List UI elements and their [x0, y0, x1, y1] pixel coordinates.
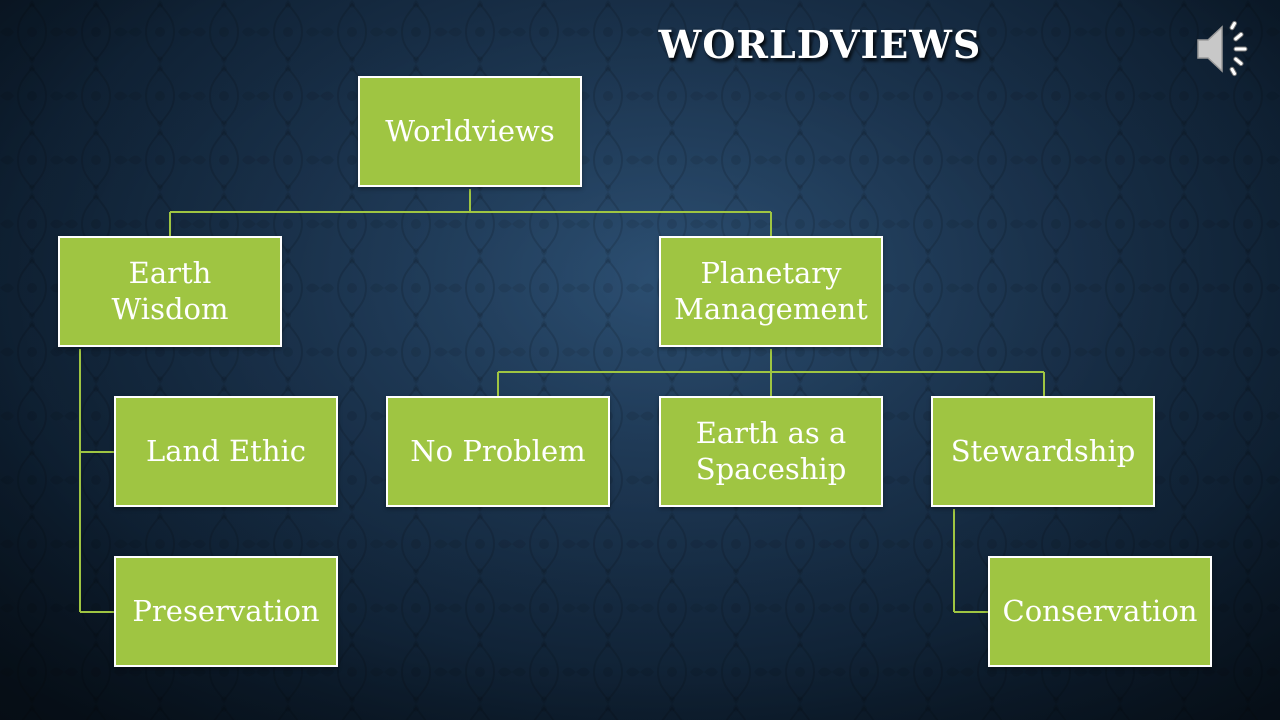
- speaker-icon[interactable]: [1192, 18, 1258, 80]
- node-land-ethic[interactable]: Land Ethic: [114, 396, 338, 507]
- node-label: Land Ethic: [145, 433, 307, 468]
- node-label: Conservation: [1002, 593, 1198, 628]
- node-preservation[interactable]: Preservation: [114, 556, 338, 667]
- node-label: Planetary Management: [674, 256, 868, 326]
- node-label: Worldviews: [385, 113, 555, 148]
- node-earth-as-a-spaceship[interactable]: Earth as a Spaceship: [659, 396, 883, 507]
- node-label: Earth as a Spaceship: [695, 416, 847, 486]
- node-stewardship[interactable]: Stewardship: [931, 396, 1155, 507]
- node-label: Stewardship: [950, 433, 1136, 468]
- node-earth-wisdom[interactable]: Earth Wisdom: [58, 236, 282, 347]
- node-label: No Problem: [410, 433, 586, 468]
- node-no-problem[interactable]: No Problem: [386, 396, 610, 507]
- node-planetary-management[interactable]: Planetary Management: [659, 236, 883, 347]
- node-label: Preservation: [132, 593, 320, 628]
- node-conservation[interactable]: Conservation: [988, 556, 1212, 667]
- node-label: Earth Wisdom: [111, 256, 229, 326]
- node-worldviews[interactable]: Worldviews: [358, 76, 582, 187]
- slide-title: WORLDVIEWS: [658, 22, 982, 67]
